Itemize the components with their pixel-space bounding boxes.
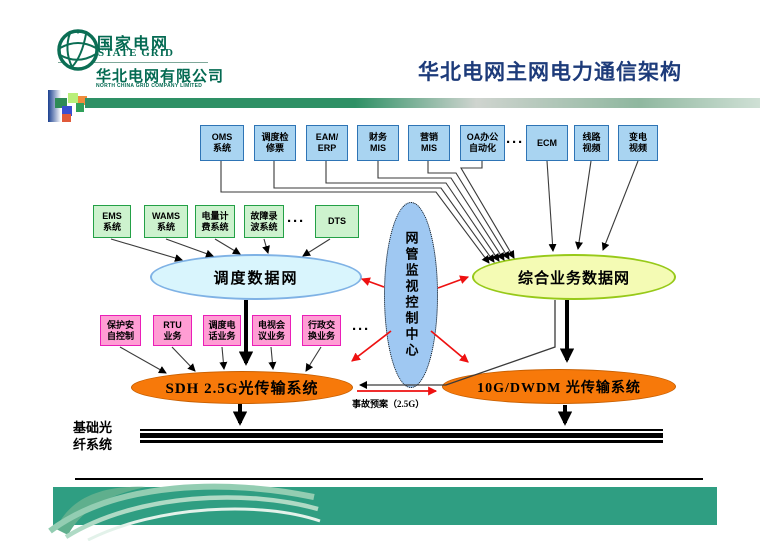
footer-rule xyxy=(75,478,703,480)
brand-name-en: STATE GRID xyxy=(98,47,174,59)
box-marketing-mis: 营销 MIS xyxy=(408,125,450,161)
fiber-line-top xyxy=(140,429,663,431)
box-dispatch-ticket: 调度检 修票 xyxy=(254,125,296,161)
page-title: 华北电网主网电力通信架构 xyxy=(418,60,682,84)
box-video-conference: 电视会 议业务 xyxy=(252,315,291,346)
box-rtu: RTU 业务 xyxy=(153,315,192,346)
box-admin-exchange: 行政交 换业务 xyxy=(302,315,341,346)
fiber-line-bottom xyxy=(140,440,663,443)
connectors-row3-to-sdh xyxy=(119,346,322,374)
nms-label: 网管监视控制中心 xyxy=(403,231,419,359)
box-fault-recorder: 故障录 波系统 xyxy=(244,205,284,238)
decor-square-lightgreen xyxy=(68,93,78,103)
fiber-line-middle xyxy=(140,433,663,438)
ellipse-dwdm-transport: 10G/DWDM 光传输系统 xyxy=(442,369,676,404)
box-ecm: ECM xyxy=(526,125,568,161)
ellipse-dispatch-data-network: 调度数据网 xyxy=(150,254,362,300)
box-eam-erp: EAM/ ERP xyxy=(306,125,348,161)
ellipse-sdh-transport: SDH 2.5G光传输系统 xyxy=(131,371,353,404)
decor-square-orange xyxy=(78,96,87,105)
box-line-video: 线路 视频 xyxy=(574,125,609,161)
brand-name-cn: 国家电网 xyxy=(97,36,170,53)
box-metering: 电量计 费系统 xyxy=(195,205,235,238)
header-rule xyxy=(85,98,760,108)
decor-square-red xyxy=(62,114,71,122)
box-dispatch-phone: 调度电 话业务 xyxy=(203,315,241,346)
fiber-system-label: 基础光 纤系统 xyxy=(73,420,113,452)
box-oms: OMS 系统 xyxy=(200,125,244,161)
state-grid-logo-icon xyxy=(57,29,99,71)
ellipsis-row3: ··· xyxy=(352,321,370,338)
box-protection: 保护安 自控制 xyxy=(100,315,141,346)
ellipsis-row2: ··· xyxy=(287,213,305,230)
company-name-en: NORTH CHINA GRID COMPANY LIMITED xyxy=(96,83,203,89)
decor-square-blue xyxy=(62,106,72,116)
decor-square-green2 xyxy=(76,103,84,112)
ellipse-integrated-business-network: 综合业务数据网 xyxy=(472,254,676,300)
company-name-cn: 华北电网有限公司 xyxy=(96,68,225,85)
footer-bar xyxy=(53,487,717,525)
contingency-label: 事故预案（2.5G） xyxy=(352,399,425,409)
box-ems: EMS 系统 xyxy=(93,205,131,238)
decor-square-green xyxy=(55,98,67,108)
ellipse-network-management-center: 网管监视控制中心 xyxy=(384,202,438,388)
ellipsis-row1: ··· xyxy=(506,134,524,151)
box-wams: WAMS 系统 xyxy=(144,205,188,238)
box-substation-video: 变电 视频 xyxy=(618,125,658,161)
box-dts: DTS xyxy=(315,205,359,238)
logo-divider xyxy=(58,62,208,63)
box-finance-mis: 财务 MIS xyxy=(357,125,399,161)
box-oa: OA办公 自动化 xyxy=(460,125,505,161)
